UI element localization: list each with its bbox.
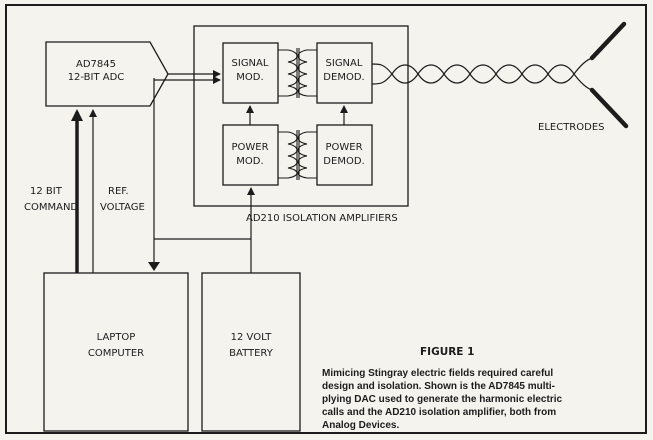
ref-label-2: VOLTAGE (100, 202, 145, 213)
power-mod-label-2: MOD. (236, 156, 263, 167)
signal-mod-label-1: SIGNAL (232, 58, 269, 69)
power-mod-block (222, 124, 279, 186)
battery-label-1: 12 VOLT (231, 332, 273, 343)
caption-line: Mimicing Stingray electric fields requir… (322, 368, 553, 379)
electrodes-icon (589, 21, 629, 129)
caption-title: FIGURE 1 (420, 346, 474, 358)
power-demod-block (316, 124, 373, 186)
caption-line: design and isolation. Shown is the AD784… (322, 381, 555, 392)
signal-demod-block (316, 42, 373, 104)
command-label-2: COMMAND (24, 202, 78, 213)
signal-mod-block (222, 42, 279, 104)
signal-transformer-icon (278, 48, 317, 98)
laptop-label-1: LAPTOP (97, 332, 136, 343)
adc-label-1: AD7845 (76, 59, 116, 70)
caption-line: plying DAC used to generate the harmonic… (322, 394, 562, 405)
data-link-down-arrow (148, 262, 160, 271)
signal-demod-label-2: DEMOD. (323, 72, 364, 83)
adc-label-2: 12-BIT ADC (68, 72, 125, 83)
power-mod-label-1: POWER (231, 142, 268, 153)
signal-mod-label-2: MOD. (236, 72, 263, 83)
twisted-pair-wire (371, 57, 593, 91)
isolation-amplifier-box (193, 25, 409, 207)
outer-frame (5, 4, 647, 434)
ref-label-1: REF. (108, 186, 129, 197)
laptop-label-2: COMPUTER (88, 348, 144, 359)
electrodes-label: ELECTRODES (538, 122, 604, 133)
isolation-label: AD210 ISOLATION AMPLIFIERS (246, 213, 398, 224)
power-transformer-icon (278, 130, 317, 180)
laptop-block (43, 272, 189, 432)
adc-block (45, 41, 169, 107)
power-demod-label-2: DEMOD. (323, 156, 364, 167)
caption-line: Analog Devices. (322, 420, 399, 431)
power-demod-label-1: POWER (325, 142, 362, 153)
signal-demod-label-1: SIGNAL (326, 58, 363, 69)
caption-line: calls and the AD210 isolation amplifier,… (322, 407, 556, 418)
battery-label-2: BATTERY (229, 348, 274, 359)
command-label-1: 12 BIT (30, 186, 63, 197)
